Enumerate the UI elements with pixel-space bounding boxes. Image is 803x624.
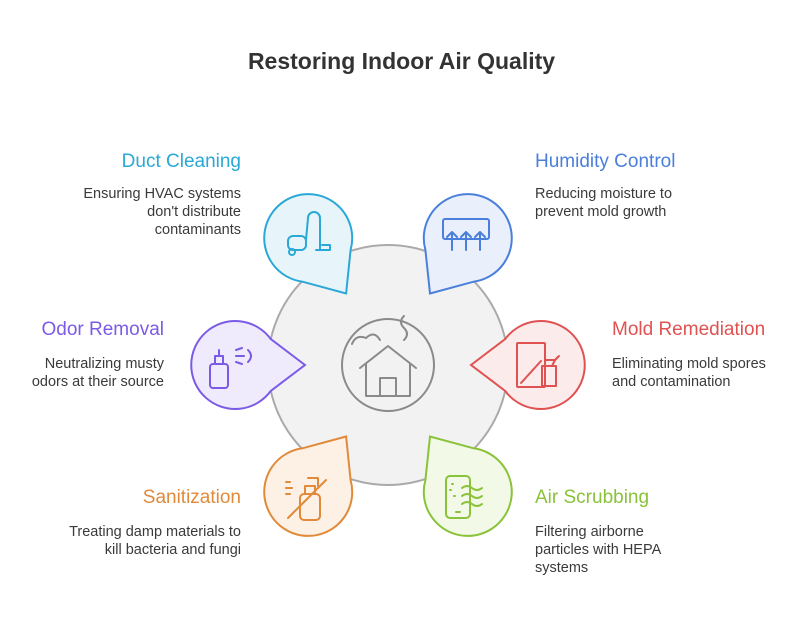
mold-remediation-label: Mold Remediation: [612, 319, 766, 340]
mold-remediation-description: Eliminating mold spores and contaminatio…: [612, 356, 766, 390]
duct-cleaning-label: Duct Cleaning: [121, 151, 241, 172]
house-air-icon: [341, 315, 435, 412]
odor-removal-node: [190, 320, 307, 410]
air-scrubbing-description: Filtering airborne particles with HEPA s…: [535, 524, 661, 576]
duct-cleaning-node: [263, 193, 354, 295]
humidity-control-description: Reducing moisture to prevent mold growth: [535, 186, 673, 220]
air-vent-icon: [442, 218, 490, 251]
vacuum-cleaner-icon: [287, 211, 331, 256]
sanitization-description: Treating damp materials to kill bacteria…: [69, 524, 241, 558]
odor-removal-description: Neutralizing musty odors at their source: [31, 356, 164, 390]
air-scrubbing-label: Air Scrubbing: [535, 487, 650, 508]
humidity-control-node: [422, 193, 513, 295]
odor-removal-label: Odor Removal: [41, 319, 165, 340]
duct-cleaning-description: Ensuring HVAC systems don't distribute c…: [83, 186, 241, 238]
air-purifier-icon: [445, 475, 483, 519]
no-spray-icon: [285, 477, 327, 521]
spray-can-icon: [209, 347, 252, 389]
humidity-control-label: Humidity Control: [535, 151, 676, 172]
spray-bottle-icon: [516, 342, 560, 388]
sanitization-node: [263, 435, 354, 537]
sanitization-label: Sanitization: [142, 487, 241, 508]
page-title: Restoring Indoor Air Quality: [247, 48, 556, 74]
air-scrubbing-node: [422, 435, 513, 537]
mold-remediation-node: [469, 320, 586, 410]
